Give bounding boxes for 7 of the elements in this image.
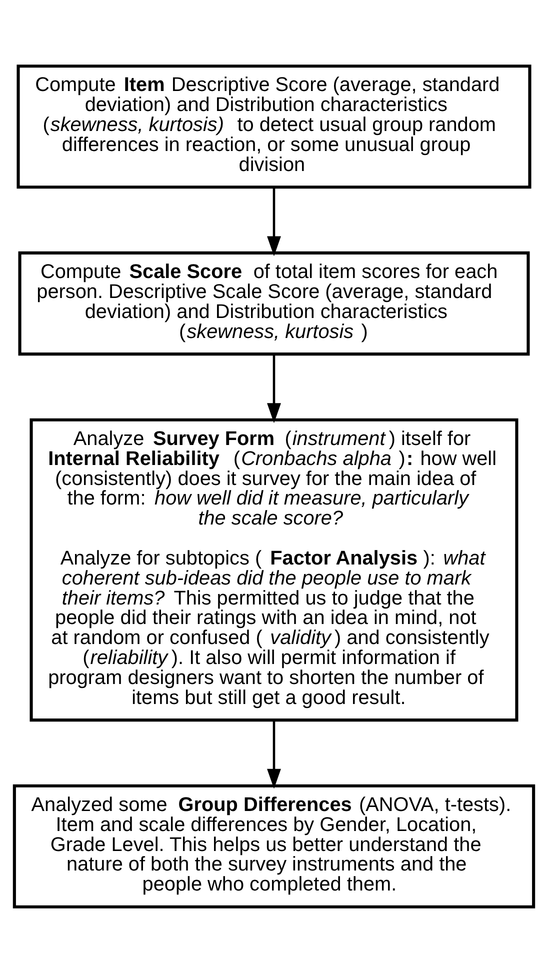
arrow — [267, 354, 281, 424]
node-box: Analyzed some Group Differences(ANOVA, t-tests). Item and scale differences by Gender, Location, Grade Level. This helps us better understand the nature of both the survey instruments and the people who completed them. — [12, 784, 536, 908]
node-box: Analyze Survey Form (instrument) itself for Internal Reliability (Cronbachs alpha): how well (consistently) does it survey for the main idea of the form: how well did it measure, particularly the scale score? Analyze for subtopics (Factor Analysis): what coherent sub-ideas did the people use to mark their items? This permitted us to judge that the people did their ratings with an idea in mind, not at random or confused (validity) and consistently (reliability). It also will permit information if program designers want to shorten the number of items but still get a good result. — [30, 418, 518, 722]
arrow — [267, 720, 281, 789]
node-box: Compute Item Descriptive Score (average, standard deviation) and Distribution characteristics (skewness, kurtosis) to detect usual group random differences in reaction, or some unusual group division — [16, 64, 532, 189]
arrow — [267, 187, 281, 256]
node-box: Compute Scale Score of total item scores for each person. Descriptive Scale Score (average, standard deviation) and Distribution characteristics (skewness, kurtosis) — [18, 251, 530, 356]
